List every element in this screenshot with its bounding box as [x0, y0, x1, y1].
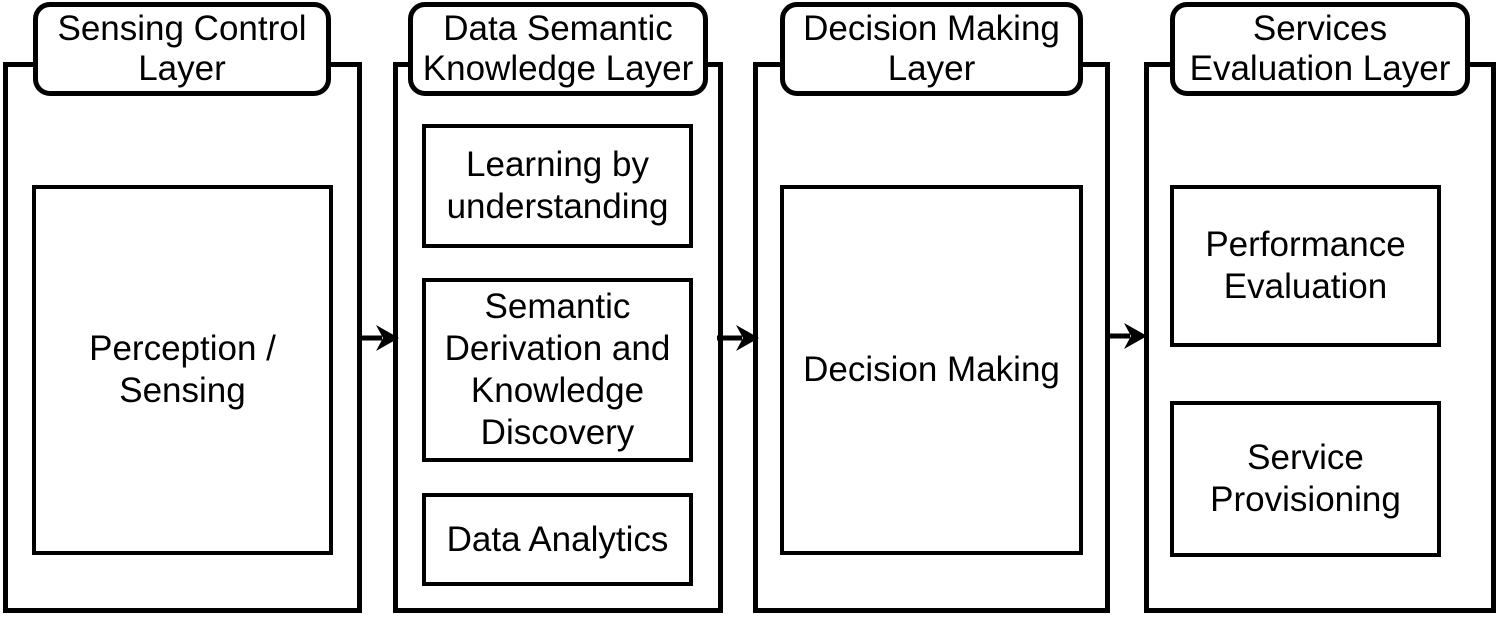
layer-title-services-evaluation: Services Evaluation Layer: [1170, 2, 1470, 96]
arrow-right-icon: [1105, 323, 1147, 349]
node-semantic-derivation-knowledge-discovery: Semantic Derivation and Knowledge Discov…: [422, 278, 693, 462]
node-label: Performance Evaluation: [1205, 225, 1406, 306]
layer-title-text: Services Evaluation Layer: [1189, 9, 1451, 88]
layer-title-data-semantic-knowledge: Data Semantic Knowledge Layer: [408, 2, 708, 96]
node-label: Decision Making: [803, 350, 1060, 389]
node-perception-sensing: Perception / Sensing: [32, 185, 333, 555]
arrow-right-icon: [357, 325, 399, 351]
node-decision-making: Decision Making: [780, 185, 1083, 555]
layer-title-decision-making: Decision Making Layer: [780, 2, 1083, 96]
node-label: Semantic Derivation and Knowledge Discov…: [444, 287, 671, 452]
node-learning-by-understanding: Learning by understanding: [422, 124, 693, 248]
layer-title-text: Decision Making Layer: [803, 9, 1060, 88]
node-label: Service Provisioning: [1210, 438, 1401, 519]
node-data-analytics: Data Analytics: [422, 493, 693, 586]
node-label: Perception / Sensing: [89, 329, 276, 410]
arrow-right-icon: [717, 325, 759, 351]
layer-title-sensing-control: Sensing Control Layer: [33, 2, 331, 96]
node-label: Learning by understanding: [446, 145, 669, 226]
layer-title-text: Data Semantic Knowledge Layer: [422, 9, 694, 88]
node-label: Data Analytics: [446, 519, 669, 559]
node-service-provisioning: Service Provisioning: [1170, 401, 1441, 557]
node-performance-evaluation: Performance Evaluation: [1170, 185, 1441, 347]
layer-title-text: Sensing Control Layer: [57, 9, 307, 88]
